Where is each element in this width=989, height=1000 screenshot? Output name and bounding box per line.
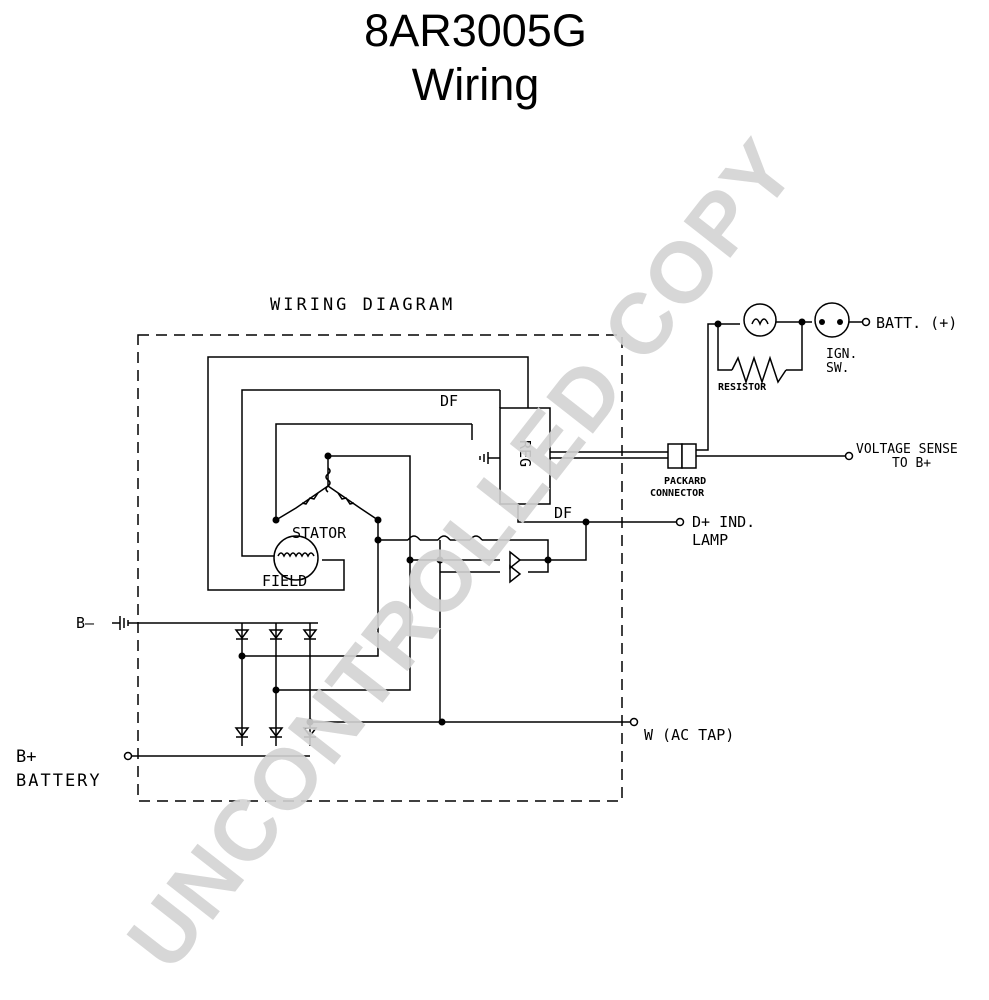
batt-label: BATT. (+) — [876, 314, 957, 332]
packard-connector-left — [667, 443, 683, 469]
df-label-bottom: DF — [554, 504, 572, 522]
ignition-switch[interactable] — [814, 302, 850, 338]
w-tap-terminal[interactable] — [629, 717, 639, 727]
b-plus-label: B+ — [16, 747, 36, 767]
diagram-heading: WIRING DIAGRAM — [270, 295, 455, 315]
resistor — [731, 355, 787, 385]
packard-connector-right — [681, 443, 697, 469]
ign-label: IGN. — [826, 347, 857, 362]
b-plus-label-2: BATTERY — [16, 771, 102, 791]
stator-label: STATOR — [292, 524, 347, 542]
voltage-sense-terminal[interactable] — [844, 451, 854, 461]
d-plus-label-2: LAMP — [692, 531, 728, 549]
middle-field-loop — [241, 389, 500, 557]
field-label: FIELD — [262, 572, 307, 590]
voltage-sense-label: VOLTAGE SENSE — [856, 442, 958, 457]
packard-label-2: CONNECTOR — [650, 488, 705, 499]
voltage-sense-label-2: TO B+ — [892, 456, 931, 471]
title-subtitle: Wiring — [411, 59, 540, 110]
reg-label: REG — [516, 440, 534, 467]
outer-field-loop — [207, 356, 529, 591]
d-plus-terminal[interactable] — [675, 517, 685, 527]
d-plus-label: D+ IND. — [692, 513, 755, 531]
b-plus-terminal[interactable] — [123, 751, 133, 761]
b-minus-label: B— — [76, 614, 95, 632]
ign-label-2: SW. — [826, 361, 849, 376]
alternator-boundary — [137, 334, 623, 802]
indicator-lamp — [743, 303, 777, 337]
packard-label: PACKARD — [664, 476, 706, 487]
df-label-top: DF — [440, 392, 458, 410]
w-tap-label: W (AC TAP) — [644, 726, 734, 744]
resistor-label: RESISTOR — [718, 382, 767, 393]
exciter-diode-2 — [509, 564, 522, 584]
rectifier-bridge — [234, 623, 318, 746]
part-number: 8AR3005G — [364, 5, 587, 56]
field-coil — [273, 535, 319, 581]
exciter-diode-1 — [509, 550, 522, 570]
stator-coil-right — [337, 492, 355, 505]
inner-stator-loop — [275, 423, 472, 520]
batt-terminal[interactable] — [861, 317, 871, 327]
regulator-box — [499, 407, 551, 505]
page-title: 8AR3005G Wiring — [0, 4, 951, 112]
stator-coil-left — [301, 492, 319, 505]
